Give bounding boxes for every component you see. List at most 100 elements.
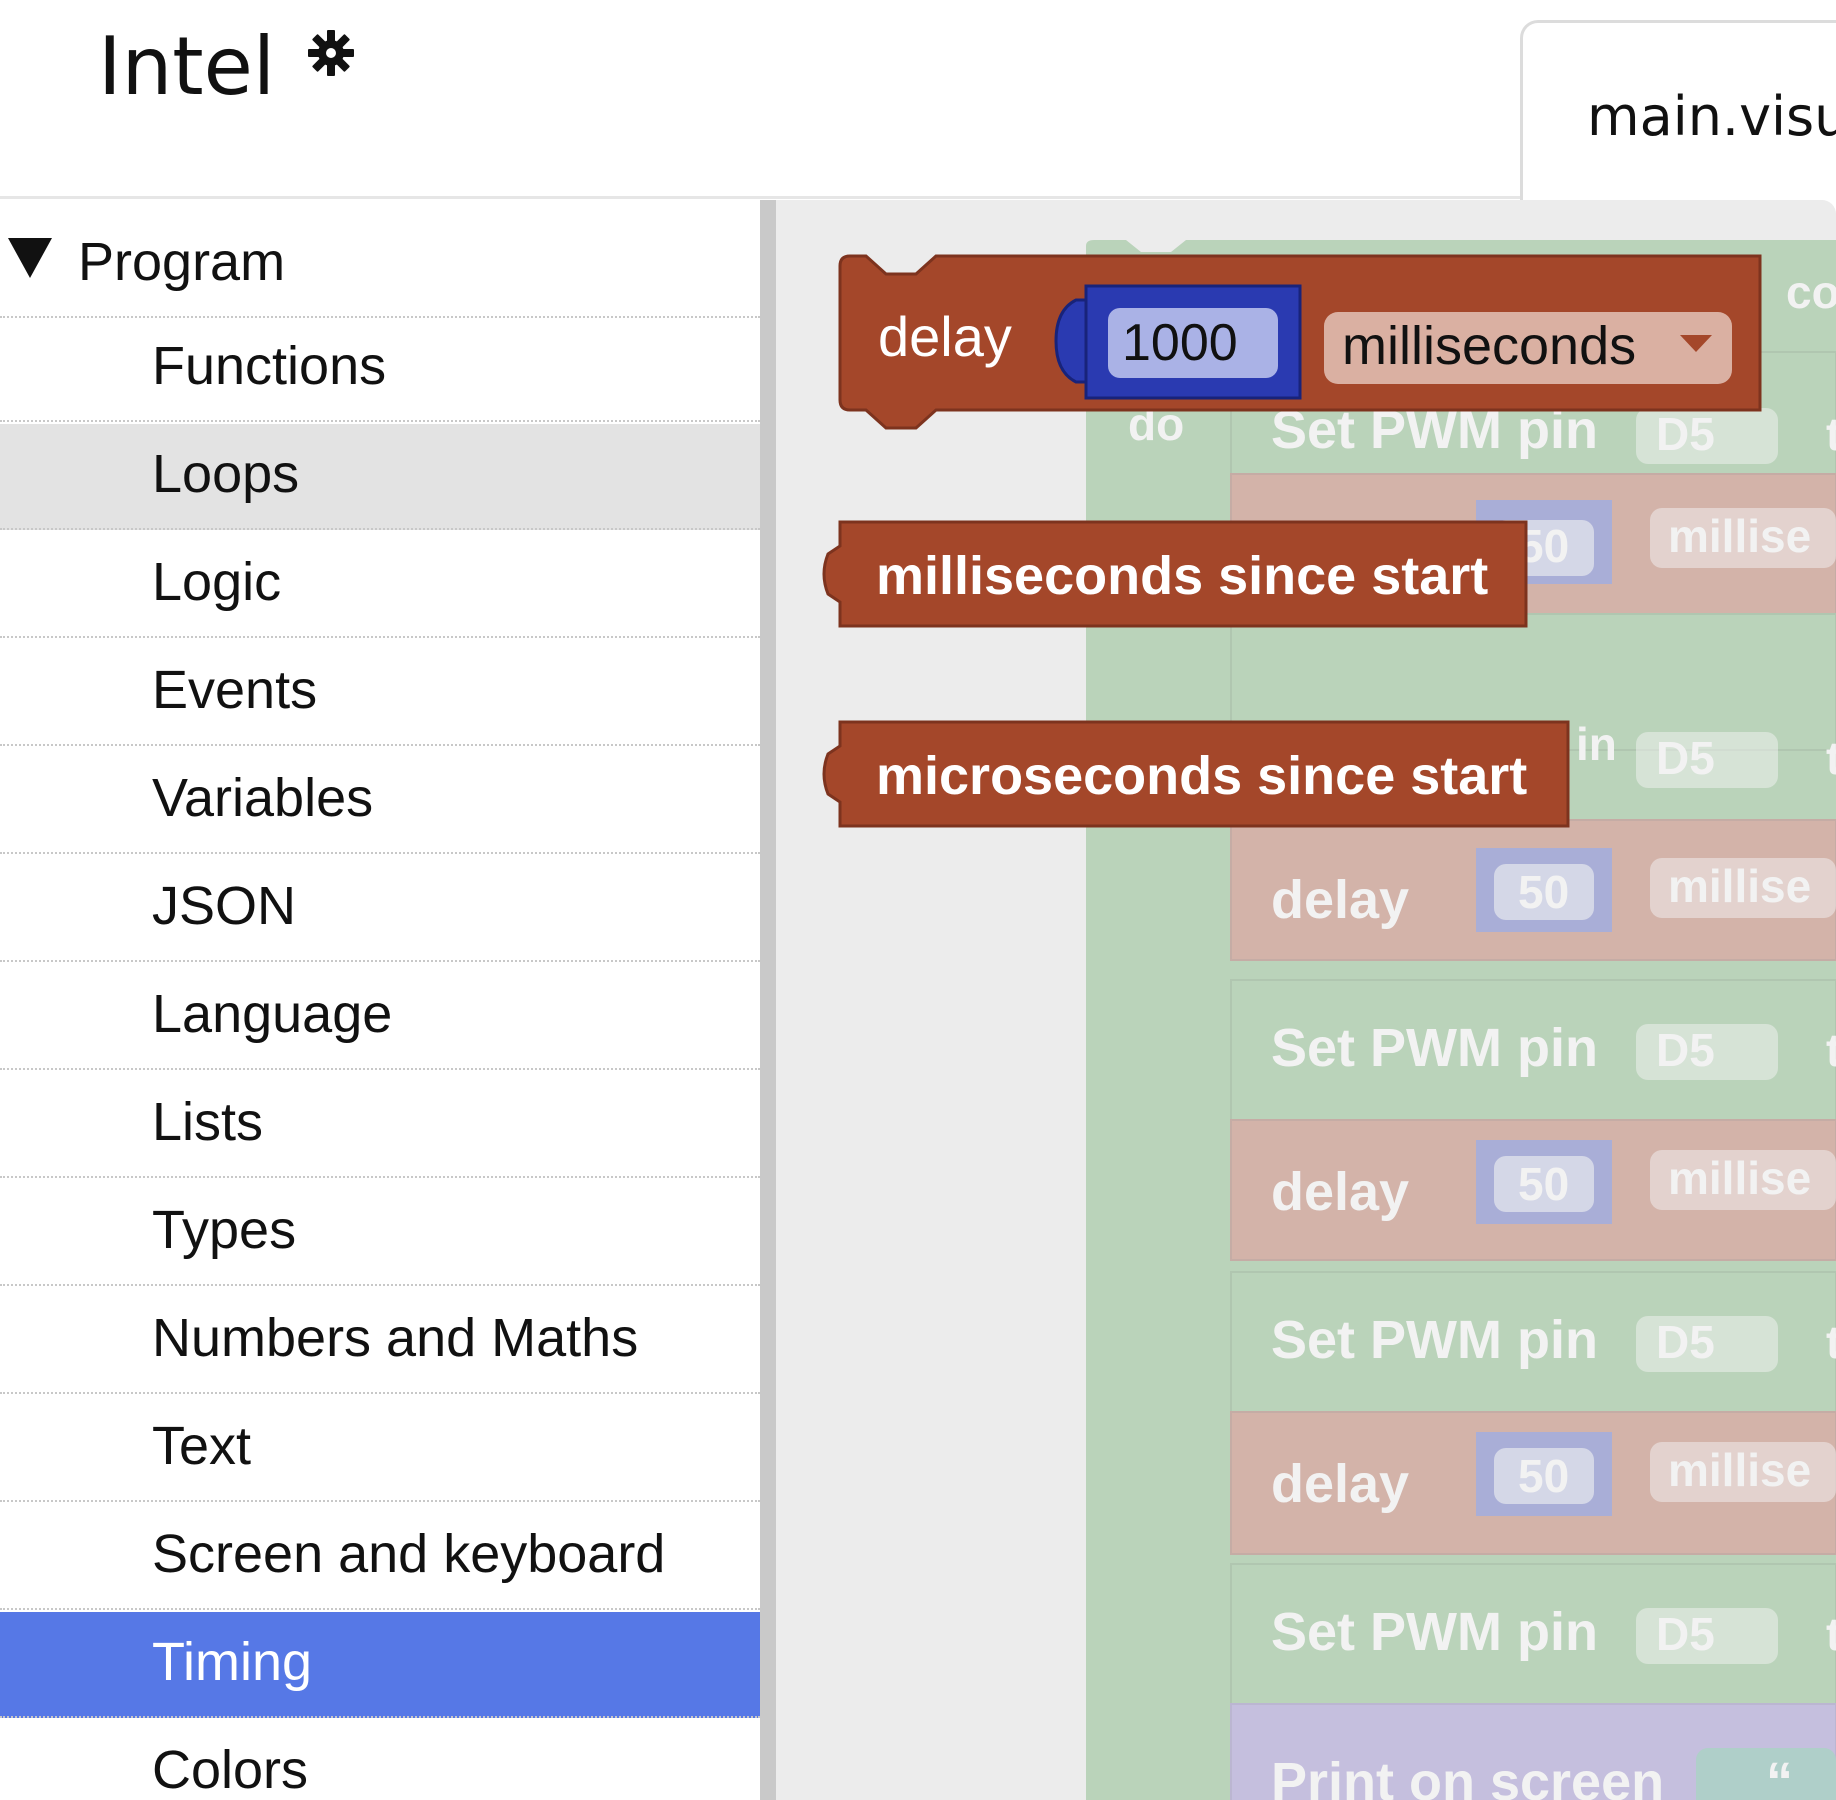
- category-types[interactable]: Types: [0, 1180, 760, 1286]
- category-label: Language: [152, 984, 393, 1044]
- delay-value-text: 1000: [1122, 314, 1238, 372]
- pin-dropdown: [1636, 1024, 1778, 1080]
- pwm-label: Set PWM pin: [1271, 1602, 1598, 1662]
- pwm-block: [1230, 1563, 1836, 1705]
- pin-dropdown: [1636, 1316, 1778, 1372]
- text-slot: [1696, 1748, 1836, 1800]
- delay-block: [1230, 819, 1836, 961]
- print-label: Print on screen: [1271, 1752, 1664, 1800]
- block-workspace[interactable]: co do Set PWM pin D5 t 50 millise in D5 …: [776, 200, 1836, 1800]
- category-label: Text: [152, 1416, 252, 1476]
- category-screen-and-keyboard[interactable]: Screen and keyboard: [0, 1504, 760, 1610]
- category-json[interactable]: JSON: [0, 856, 760, 962]
- category-label: Functions: [152, 336, 387, 396]
- delay-value: 50: [1518, 866, 1569, 918]
- pin-value: D5: [1656, 1316, 1715, 1368]
- loop-header-fragment: co: [1786, 266, 1836, 318]
- program-tree-header[interactable]: Program: [0, 200, 760, 318]
- category-text[interactable]: Text: [0, 1396, 760, 1502]
- trailing-fragment: t: [1826, 1608, 1836, 1660]
- pwm-block: [1230, 979, 1836, 1121]
- trailing-fragment: t: [1826, 408, 1836, 460]
- category-lists[interactable]: Lists: [0, 1072, 760, 1178]
- category-logic[interactable]: Logic: [0, 532, 760, 638]
- number-field: [1494, 864, 1594, 920]
- quote-fragment: “: [1766, 1752, 1793, 1800]
- pwm-label: Set PWM pin: [1271, 1018, 1598, 1078]
- millis-label: milliseconds since start: [876, 546, 1488, 606]
- delay-label: delay: [1271, 1454, 1409, 1514]
- loop-block-body: [1086, 240, 1836, 1800]
- number-field: [1494, 1156, 1594, 1212]
- delay-label: delay: [878, 305, 1012, 368]
- app-header: Intel main.visu: [0, 0, 1836, 213]
- category-label: Loops: [152, 444, 300, 504]
- category-label: Variables: [152, 768, 374, 828]
- category-label: Logic: [152, 552, 282, 612]
- program-label: Program: [78, 232, 286, 292]
- number-slot: [1476, 1140, 1612, 1224]
- category-timing[interactable]: Timing: [0, 1612, 760, 1718]
- pwm-block: [1230, 1271, 1836, 1413]
- unit-fragment: millise: [1668, 860, 1811, 912]
- unit-dropdown: [1650, 508, 1836, 568]
- header-divider: [0, 196, 1524, 199]
- number-field: [1494, 1448, 1594, 1504]
- unit-text: milliseconds: [1342, 316, 1636, 376]
- flyout-millis-block[interactable]: milliseconds since start: [822, 520, 1528, 628]
- tab-label: main.visu: [1587, 85, 1836, 148]
- category-label: Lists: [152, 1092, 264, 1152]
- trailing-fragment: t: [1826, 1316, 1836, 1368]
- trailing-fragment: t: [1826, 732, 1836, 784]
- delay-value: 50: [1518, 1450, 1569, 1502]
- background-program: co do Set PWM pin D5 t 50 millise in D5 …: [1086, 240, 1836, 1800]
- triangle-down-icon[interactable]: [8, 238, 52, 278]
- unit-fragment: millise: [1668, 1444, 1811, 1496]
- pwm-label: Set PWM pin: [1271, 1310, 1598, 1370]
- delay-value: 50: [1518, 1158, 1569, 1210]
- pin-dropdown: [1636, 1608, 1778, 1664]
- category-events[interactable]: Events: [0, 640, 760, 746]
- category-colors[interactable]: Colors: [0, 1720, 760, 1800]
- category-label: JSON: [152, 876, 297, 936]
- number-slot: [1476, 848, 1612, 932]
- category-loops[interactable]: Loops: [0, 424, 760, 530]
- pin-value: D5: [1656, 1608, 1715, 1660]
- print-block: [1230, 1703, 1836, 1800]
- category-functions[interactable]: Functions: [0, 316, 760, 422]
- number-input[interactable]: [1108, 308, 1278, 378]
- flyout-micros-block[interactable]: microseconds since start: [822, 720, 1570, 828]
- category-sidebar: Program Functions Loops Logic Events Var…: [0, 200, 760, 1800]
- category-label: Numbers and Maths: [152, 1308, 639, 1368]
- number-slot: [1476, 1432, 1612, 1516]
- unit-fragment: millise: [1668, 510, 1811, 562]
- micros-label: microseconds since start: [876, 746, 1527, 806]
- pin-dropdown: [1636, 408, 1778, 464]
- category-label: Colors: [152, 1740, 309, 1800]
- delay-label: delay: [1271, 1162, 1409, 1222]
- unit-fragment: millise: [1668, 1152, 1811, 1204]
- pin-value: D5: [1656, 732, 1715, 784]
- unit-dropdown: [1650, 1442, 1836, 1502]
- category-variables[interactable]: Variables: [0, 748, 760, 854]
- delay-label: delay: [1271, 870, 1409, 930]
- category-label: Timing: [152, 1632, 313, 1692]
- category-label: Screen and keyboard: [152, 1524, 666, 1584]
- category-language[interactable]: Language: [0, 964, 760, 1070]
- delay-block: [1230, 1119, 1836, 1261]
- flyout-delay-block[interactable]: delay 1000 milliseconds: [838, 254, 1762, 430]
- app-title: Intel: [98, 20, 276, 113]
- pin-value: D5: [1656, 408, 1715, 460]
- delay-block: [1230, 1411, 1836, 1555]
- category-label: Types: [152, 1200, 297, 1260]
- sidebar-splitter[interactable]: [760, 200, 776, 1800]
- gear-icon[interactable]: [306, 28, 356, 78]
- trailing-fragment: t: [1826, 1024, 1836, 1076]
- pin-dropdown: [1636, 732, 1778, 788]
- category-numbers-and-maths[interactable]: Numbers and Maths: [0, 1288, 760, 1394]
- chevron-down-icon[interactable]: [1680, 335, 1712, 352]
- unit-dropdown: [1650, 858, 1836, 918]
- tab-main-file[interactable]: main.visu: [1520, 20, 1836, 213]
- unit-dropdown[interactable]: [1324, 312, 1732, 384]
- pin-value: D5: [1656, 1024, 1715, 1076]
